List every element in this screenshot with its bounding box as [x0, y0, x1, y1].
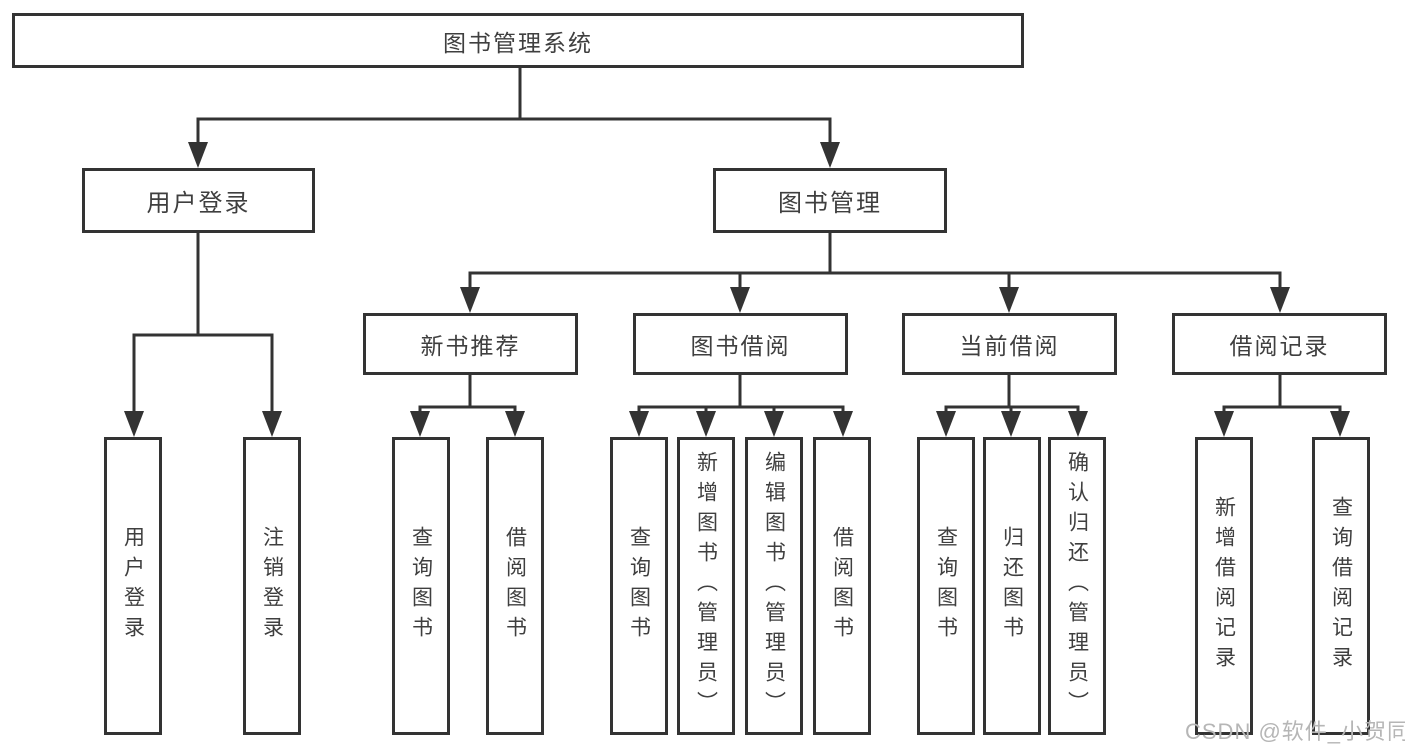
- leaf-confirm-return-admin: 确认归还（管理员）: [1048, 437, 1106, 735]
- connector-book-management-to-level2: [460, 232, 1290, 313]
- leaf-label: 用户登录: [121, 526, 145, 646]
- node-library-management-system: 图书管理系统: [12, 13, 1024, 68]
- leaf-query-books-borrowing: 查询图书: [610, 437, 668, 735]
- connector-user-login-to-leaves: [124, 232, 282, 437]
- node-current-borrowing: 当前借阅: [902, 313, 1117, 375]
- leaf-label: 编辑图书（管理员）: [762, 451, 786, 721]
- node-label: 新书推荐: [420, 333, 521, 359]
- watermark-text: CSDN @软件_小贺同: [1185, 719, 1405, 744]
- node-label: 图书管理系统: [443, 29, 593, 56]
- leaf-label: 查询图书: [627, 526, 651, 646]
- leaf-add-book-admin: 新增图书（管理员）: [677, 437, 735, 735]
- connector-current-borrow-to-leaves: [936, 374, 1088, 437]
- leaf-user-login: 用户登录: [104, 437, 162, 735]
- leaf-add-borrow-record: 新增借阅记录: [1195, 437, 1253, 735]
- node-label: 图书借阅: [690, 333, 791, 359]
- leaf-label: 新增借阅记录: [1212, 496, 1236, 676]
- node-label: 图书管理: [778, 190, 882, 217]
- node-book-borrowing: 图书借阅: [633, 313, 848, 375]
- leaf-label: 注销登录: [260, 526, 284, 646]
- leaf-label: 归还图书: [1000, 526, 1024, 646]
- connector-book-borrow-to-leaves: [629, 374, 853, 437]
- leaf-label: 查询图书: [409, 526, 433, 646]
- leaf-query-borrow-record: 查询借阅记录: [1312, 437, 1370, 735]
- leaf-query-books-recommend: 查询图书: [392, 437, 450, 735]
- node-new-book-recommend: 新书推荐: [363, 313, 578, 375]
- connector-borrow-records-to-leaves: [1214, 374, 1350, 437]
- leaf-label: 借阅图书: [830, 526, 854, 646]
- leaf-edit-book-admin: 编辑图书（管理员）: [745, 437, 803, 735]
- node-user-login: 用户登录: [82, 168, 315, 233]
- connector-new-book-recommend-to-leaves: [410, 374, 525, 437]
- leaf-query-books-current: 查询图书: [917, 437, 975, 735]
- leaf-label: 借阅图书: [503, 526, 527, 646]
- connector-root-to-level1: [188, 66, 840, 168]
- leaf-label: 确认归还（管理员）: [1065, 451, 1089, 721]
- leaf-logout-login: 注销登录: [243, 437, 301, 735]
- node-borrowing-records: 借阅记录: [1172, 313, 1387, 375]
- csdn-watermark: CSDN @软件_小贺同学: [1185, 714, 1405, 746]
- leaf-label: 新增图书（管理员）: [694, 451, 718, 721]
- node-label: 用户登录: [146, 190, 251, 217]
- node-label: 当前借阅: [959, 333, 1060, 359]
- node-book-management: 图书管理: [713, 168, 947, 233]
- leaf-return-books: 归还图书: [983, 437, 1041, 735]
- leaf-borrow-books-borrowing: 借阅图书: [813, 437, 871, 735]
- leaf-label: 查询借阅记录: [1329, 496, 1353, 676]
- node-label: 借阅记录: [1229, 333, 1330, 359]
- leaf-borrow-books-recommend: 借阅图书: [486, 437, 544, 735]
- leaf-label: 查询图书: [934, 526, 958, 646]
